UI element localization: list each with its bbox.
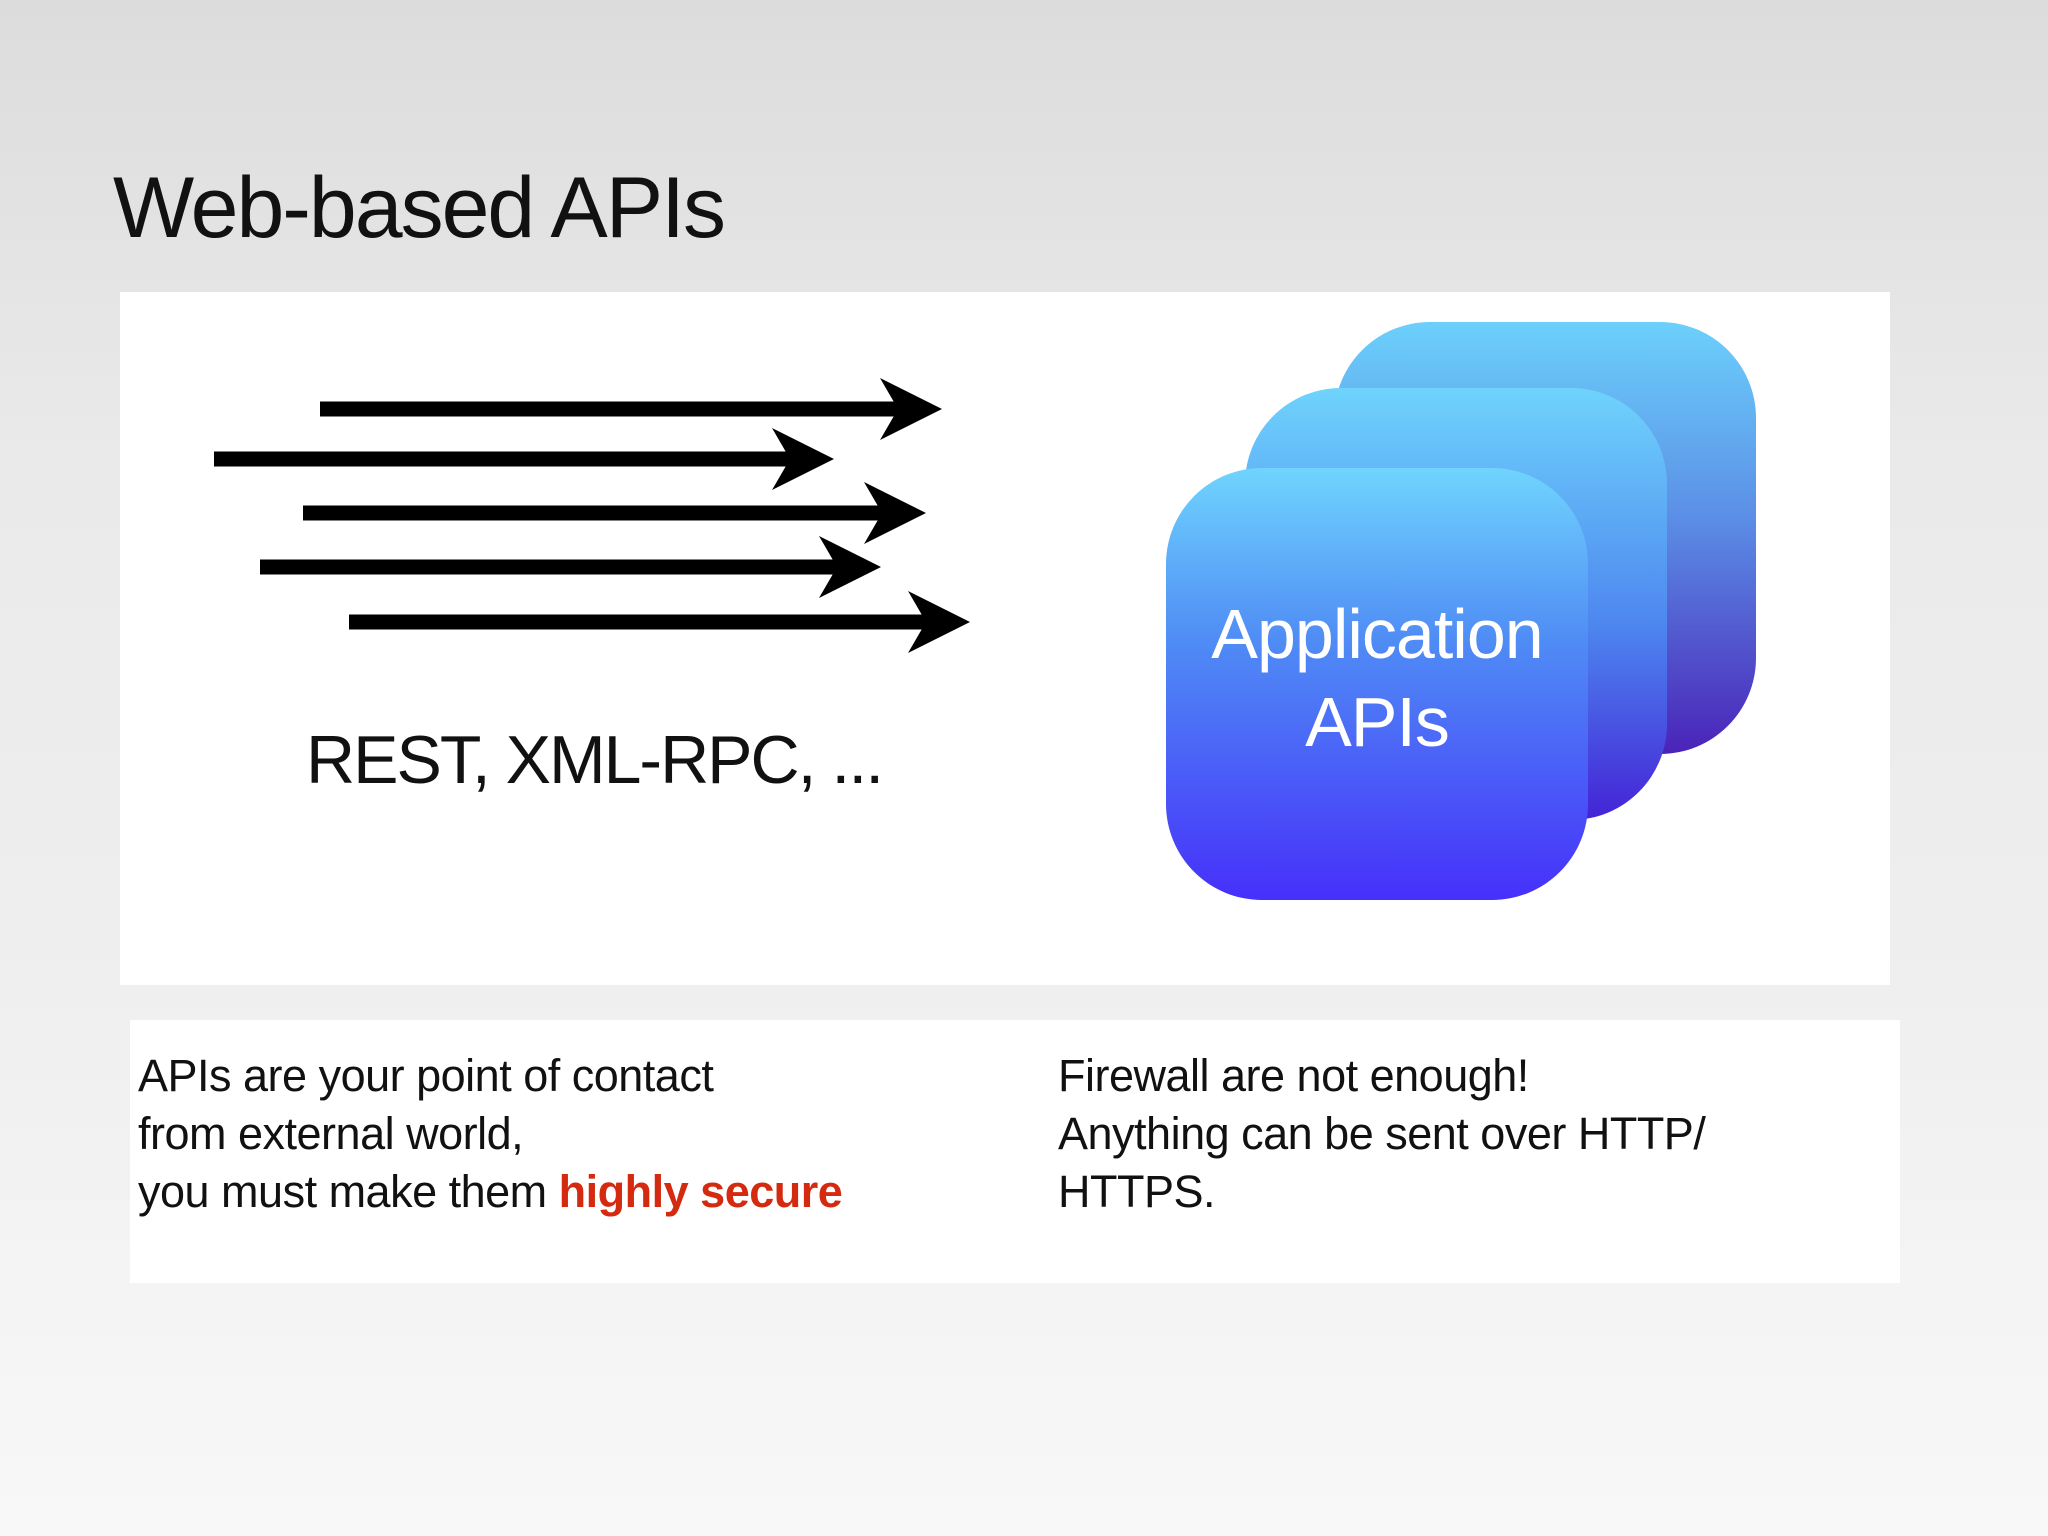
arrow-4 (260, 536, 881, 598)
notes-panel: APIs are your point of contact from exte… (130, 1020, 1900, 1283)
arrow-5 (349, 591, 970, 653)
note-right-line2: Anything can be sent over HTTP/ (1058, 1108, 1706, 1159)
arrow-head-2 (772, 428, 834, 490)
note-left-line1: APIs are your point of contact (138, 1050, 714, 1101)
note-right-line1: Firewall are not enough! (1058, 1050, 1529, 1101)
protocols-label: REST, XML-RPC, ... (306, 722, 884, 798)
note-right: Firewall are not enough! Anything can be… (1058, 1047, 1706, 1221)
diagram-panel: REST, XML-RPC, ... Application APIs (120, 292, 1890, 985)
arrow-head-3 (864, 482, 926, 544)
arrow-head-1 (880, 378, 942, 440)
arrow-2 (214, 428, 834, 490)
note-left-line2: from external world, (138, 1108, 524, 1159)
app-card-label: Application APIs (1211, 590, 1543, 766)
highlight-text: highly secure (558, 1166, 843, 1217)
app-card-front: Application APIs (1166, 468, 1588, 900)
arrow-head-5 (908, 591, 970, 653)
app-label-line2: APIs (1305, 683, 1450, 761)
note-left: APIs are your point of contact from exte… (138, 1047, 843, 1221)
note-left-line3: you must make them highly secure (138, 1163, 843, 1221)
app-label-line1: Application (1211, 595, 1543, 673)
arrow-1 (320, 378, 942, 440)
note-left-line3-prefix: you must make them (138, 1166, 559, 1217)
request-arrows (214, 378, 970, 653)
arrow-head-4 (819, 536, 881, 598)
slide-title: Web-based APIs (113, 160, 726, 256)
arrow-3 (303, 482, 926, 544)
note-right-line3: HTTPS. (1058, 1166, 1216, 1217)
